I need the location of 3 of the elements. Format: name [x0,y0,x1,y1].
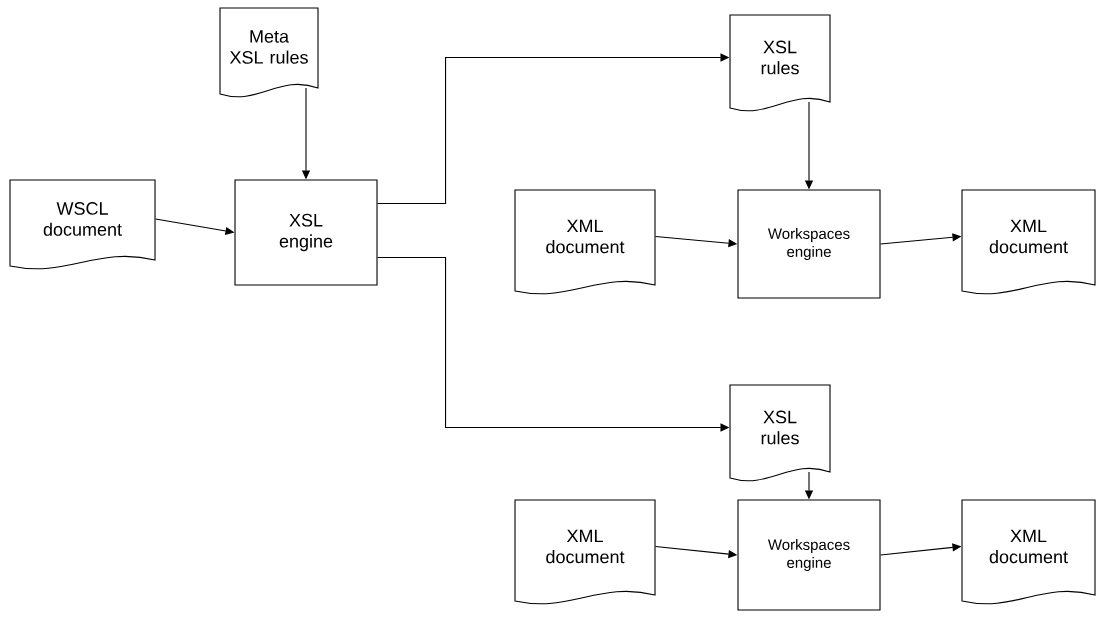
process-box: Workspaces engine [737,189,881,299]
process-box: XSL engine [234,179,378,286]
process-box: Workspaces engine [737,499,881,611]
